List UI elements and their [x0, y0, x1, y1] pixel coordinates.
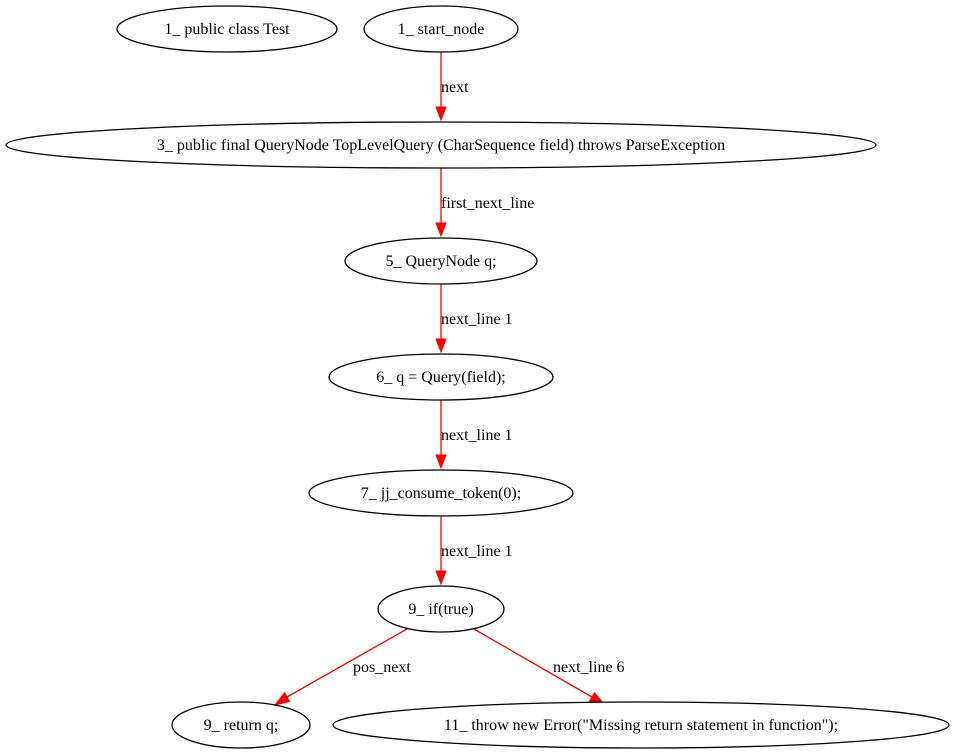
edge-label-pos-next: pos_next — [353, 659, 411, 676]
arrowhead — [435, 222, 447, 238]
node-label: 7_ jj_consume_token(0); — [361, 485, 521, 502]
edge-consume-to-if: next_line 1 — [435, 516, 513, 586]
node-return: 9_ return q; — [171, 701, 311, 749]
node-class: 1_ public class Test — [116, 5, 338, 53]
node-label: 1_ start_node — [398, 21, 485, 38]
node-ellipse — [344, 237, 538, 285]
node-ellipse — [332, 701, 950, 749]
node-throw: 11_ throw new Error("Missing return stat… — [332, 701, 950, 749]
arrowhead — [435, 106, 447, 122]
arrowhead — [435, 570, 447, 586]
edge-if-to-throw: next_line 6 — [473, 628, 625, 705]
node-label: 5_ QueryNode q; — [385, 253, 496, 270]
node-ellipse — [328, 353, 554, 401]
node-assign: 6_ q = Query(field); — [328, 353, 554, 401]
node-label: 9_ if(true) — [408, 601, 473, 618]
node-label: 1_ public class Test — [164, 21, 290, 38]
node-ellipse — [5, 121, 877, 169]
edge-start-to-method: next — [435, 52, 469, 122]
edge-label-next-line: next_line 6 — [553, 659, 625, 676]
node-method: 3_ public final QueryNode TopLevelQuery … — [5, 121, 877, 169]
edge-decl-to-assign: next_line 1 — [435, 284, 513, 354]
edge-label-next: next — [441, 79, 469, 96]
node-decl: 5_ QueryNode q; — [344, 237, 538, 285]
arrowhead — [435, 454, 447, 470]
edge-assign-to-consume: next_line 1 — [435, 400, 513, 470]
node-label: 9_ return q; — [204, 717, 279, 734]
node-label: 6_ q = Query(field); — [376, 369, 505, 386]
arrowhead — [435, 338, 447, 354]
node-ellipse — [363, 5, 519, 53]
node-ellipse — [377, 585, 505, 633]
edge-line — [473, 628, 593, 698]
node-consume: 7_ jj_consume_token(0); — [308, 469, 574, 517]
arrowhead — [273, 691, 291, 706]
node-label: 3_ public final QueryNode TopLevelQuery … — [157, 137, 725, 154]
node-start: 1_ start_node — [363, 5, 519, 53]
edge-label-next-line: next_line 1 — [441, 543, 513, 560]
node-ellipse — [171, 701, 311, 749]
edge-label-next-line: next_line 1 — [441, 311, 513, 328]
edge-method-to-decl: first_next_line — [435, 168, 534, 238]
node-label: 11_ throw new Error("Missing return stat… — [444, 717, 838, 734]
edge-label-first-next-line: first_next_line — [441, 195, 534, 212]
node-if: 9_ if(true) — [377, 585, 505, 633]
node-ellipse — [116, 5, 338, 53]
edge-if-to-return: pos_next — [273, 628, 411, 706]
edge-line — [286, 628, 408, 698]
node-ellipse — [308, 469, 574, 517]
edge-label-next-line: next_line 1 — [441, 427, 513, 444]
